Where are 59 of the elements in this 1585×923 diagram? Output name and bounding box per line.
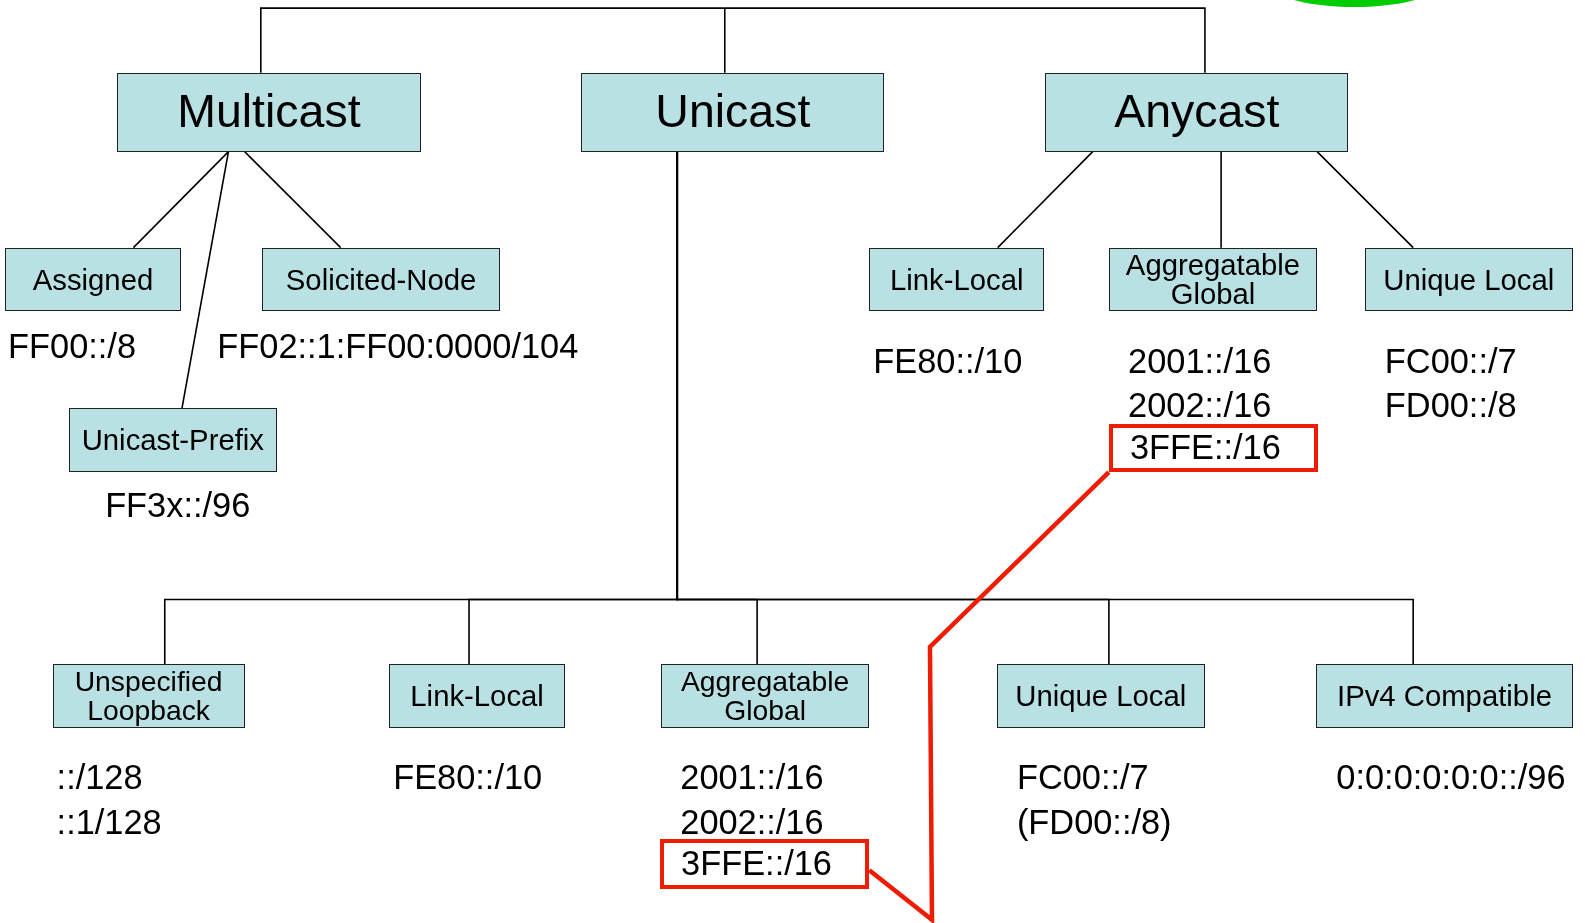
tree-line	[723, 7, 726, 74]
address-text: 2002::/16	[1128, 388, 1272, 423]
address-text: FF02::1:FF00:0000/104	[217, 328, 579, 363]
category-box	[1364, 247, 1573, 312]
category-box	[869, 247, 1045, 312]
category-label: Unicast	[655, 88, 811, 136]
category-label: IPv4 Compatible	[1337, 681, 1552, 711]
category-box	[117, 72, 421, 152]
tree-line	[260, 7, 726, 74]
category-label: Assigned	[32, 264, 154, 295]
tree-line	[1316, 150, 1414, 249]
address-text: FF3x::/96	[105, 488, 251, 523]
category-label: Aggregatable Global	[1124, 249, 1302, 310]
tree-line	[181, 150, 230, 410]
category-label: Unicast-Prefix	[81, 425, 264, 456]
address-text: FC00::/7	[1384, 343, 1517, 379]
category-label: Solicited-Node	[285, 264, 477, 295]
tree-line	[243, 150, 342, 249]
tree-line	[676, 150, 1414, 665]
category-box	[581, 72, 885, 152]
category-label: Multicast	[177, 88, 361, 136]
category-box	[996, 664, 1205, 728]
highlight-connector	[867, 470, 1111, 923]
tree-line	[723, 7, 1206, 74]
category-label: Link-Local	[889, 264, 1024, 295]
category-box	[1108, 247, 1318, 312]
category-box	[389, 664, 566, 728]
highlight-box	[660, 839, 870, 889]
address-text: FE80::/10	[873, 343, 1023, 379]
address-text: FF00::/8	[8, 328, 137, 363]
address-text: ::/128	[56, 760, 143, 795]
address-text: 2001::/16	[680, 760, 824, 795]
address-text: 0:0:0:0:0:0::/96	[1336, 760, 1566, 795]
category-box	[5, 247, 181, 312]
address-text: 2001::/16	[1128, 343, 1272, 379]
address-text: ::1/128	[56, 804, 162, 839]
address-text: FE80::/10	[393, 760, 543, 795]
category-label: Unique Local	[1383, 264, 1555, 295]
category-label: Link-Local	[410, 681, 544, 711]
category-label: Aggregatable Global	[680, 667, 851, 725]
category-box	[1316, 664, 1573, 728]
address-text: FD00::/8	[1384, 388, 1517, 423]
address-text: 3FFE::/16	[1129, 430, 1281, 466]
tree-line	[996, 150, 1094, 249]
address-text: (FD00::/8)	[1016, 804, 1172, 839]
tree-line	[1220, 150, 1222, 249]
highlight-box	[1108, 423, 1319, 473]
category-box	[68, 408, 277, 473]
category-label: Unique Local	[1015, 681, 1187, 711]
address-text: FC00::/7	[1016, 760, 1149, 795]
address-text: 3FFE::/16	[681, 846, 832, 882]
address-text: 2002::/16	[680, 804, 824, 839]
category-label: Unspecified Loopback	[73, 667, 224, 725]
category-box	[261, 247, 501, 312]
category-box	[52, 664, 245, 728]
category-label: Anycast	[1114, 88, 1280, 136]
category-box	[661, 664, 870, 728]
category-box	[1045, 72, 1349, 152]
tree-line	[132, 150, 230, 249]
